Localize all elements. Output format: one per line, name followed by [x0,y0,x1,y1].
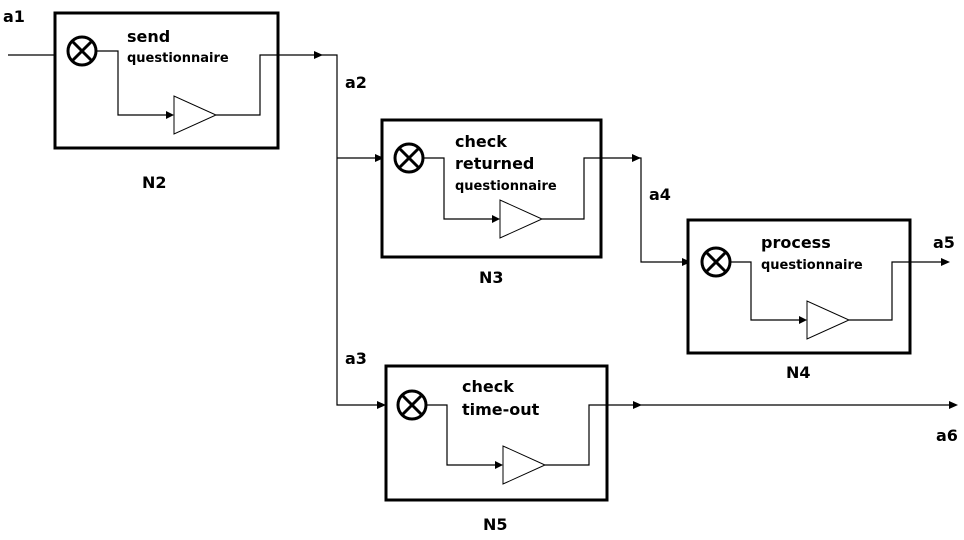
node-n5-label-line2: time-out [462,400,540,419]
amplifier-triangle-icon [173,95,218,135]
node-n5-inner-arrowhead [495,461,503,469]
amplifier-triangle-icon [502,445,547,485]
node-n5-inner-wire [426,404,497,466]
node-n3: check returned questionnaire [380,118,603,259]
node-n5-box [384,364,609,502]
node-n2-inner-arrowhead [166,111,174,119]
node-n2-out-inner-wire [216,54,278,116]
arc-label-a4: a4 [649,185,671,204]
node-n3-label-line1: check [455,132,507,151]
node-n4-inner-arrowhead [799,316,807,324]
node-n5-id: N5 [483,515,508,534]
node-n4-label-line1: process [761,233,831,252]
arc-label-a1: a1 [3,7,25,26]
node-n5-out-inner-wire [545,404,607,466]
xor-icon [396,389,428,421]
amplifier-triangle-icon [499,199,544,239]
node-n4: process questionnaire [686,218,912,355]
arc-a6-mid-arrowhead [633,401,642,409]
node-n2-box [53,11,280,150]
node-n2-label-line1: send [127,27,170,46]
node-n5-label-line1: check [462,377,514,396]
node-n4-out-inner-wire [849,261,910,321]
node-n3-inner-wire [423,157,494,220]
arc-label-a5: a5 [933,233,955,252]
node-n4-id: N4 [786,363,811,382]
arc-a4-wire [636,157,683,263]
xor-icon [700,246,732,278]
arc-label-a3: a3 [345,349,367,368]
node-n3-box [380,118,603,259]
node-n2-inner-wire [96,50,168,116]
arc-a5-arrowhead [941,258,950,266]
node-n2: send questionnaire [53,11,280,150]
arc-a3-n5-arrowhead [377,401,386,409]
amplifier-triangle-icon [806,300,851,340]
xor-icon [66,35,98,67]
xor-icon [393,142,425,174]
node-n3-id: N3 [479,268,504,287]
node-n4-box [686,218,912,355]
node-n4-label-line2: questionnaire [761,258,863,273]
node-n2-label-line2: questionnaire [127,51,229,66]
node-n3-label-line2: returned [455,154,534,173]
node-n5: check time-out [384,364,609,502]
arc-label-a2: a2 [345,73,367,92]
arc-label-a6: a6 [936,426,958,445]
node-n3-inner-arrowhead [492,215,500,223]
arc-n2-out-arrowhead [314,51,323,59]
arc-a6-end-arrowhead [949,401,958,409]
node-n2-id: N2 [142,173,167,192]
arc-a2-wire [320,54,378,406]
node-n4-inner-wire [730,261,801,321]
node-n3-label-line3: questionnaire [455,179,557,194]
node-n3-out-inner-wire [542,157,601,220]
arc-a2-n3-arrowhead [375,154,384,162]
